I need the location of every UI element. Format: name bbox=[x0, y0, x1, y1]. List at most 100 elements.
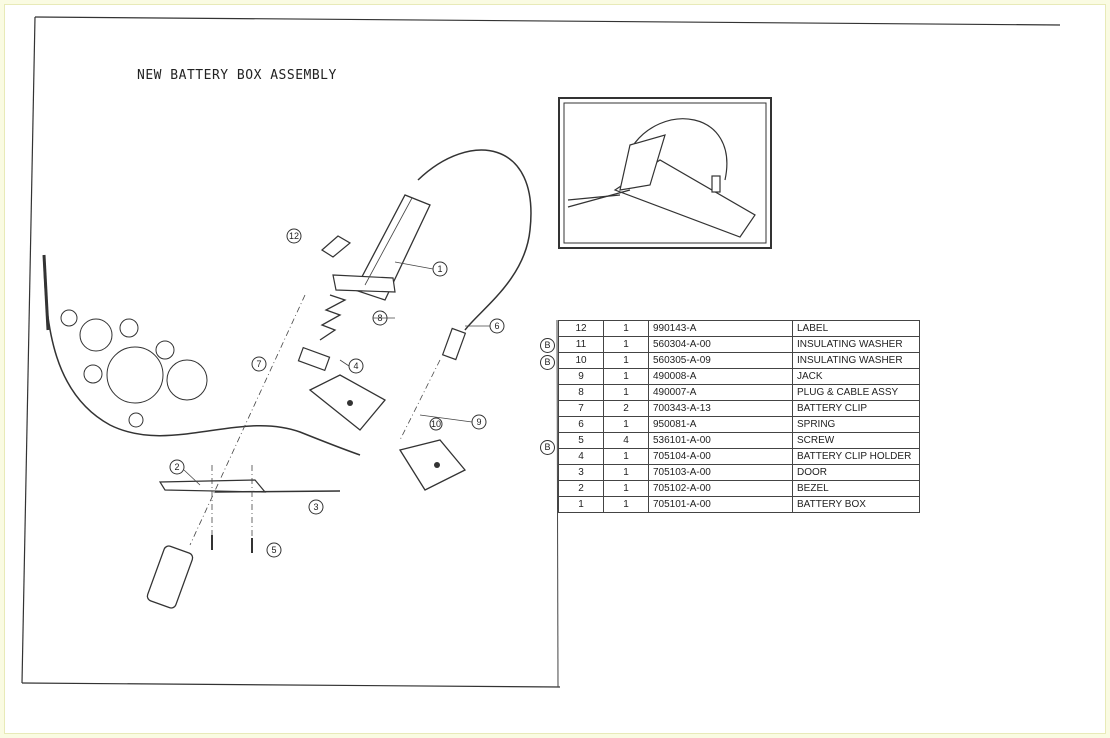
inset-panel-inner bbox=[563, 102, 767, 244]
body-hole bbox=[128, 412, 144, 428]
parts-cell-desc: JACK bbox=[792, 368, 920, 385]
parts-cell-qty: 1 bbox=[603, 336, 649, 353]
parts-cell-item: 5 bbox=[558, 432, 604, 449]
parts-cell-item: 1 bbox=[558, 496, 604, 513]
parts-cell-desc: BATTERY CLIP bbox=[792, 400, 920, 417]
callout-7: 7 bbox=[256, 359, 261, 369]
frame-bottom-line bbox=[21, 682, 561, 688]
parts-cell-qty: 1 bbox=[603, 480, 649, 497]
parts-cell-item: 10 bbox=[558, 352, 604, 369]
parts-cell-desc: DOOR bbox=[792, 464, 920, 481]
inset-assembly-sketch bbox=[567, 118, 756, 238]
parts-cell-qty: 1 bbox=[603, 352, 649, 369]
parts-cell-item: 2 bbox=[558, 480, 604, 497]
parts-cell-part: 560304-A-00 bbox=[648, 336, 793, 353]
door-part bbox=[214, 490, 341, 493]
parts-cell-item: 9 bbox=[558, 368, 604, 385]
parts-cell-part: 990143-A bbox=[648, 320, 793, 337]
housing-screw-hole bbox=[347, 400, 353, 406]
parts-cell-part: 705103-A-00 bbox=[648, 464, 793, 481]
drawing-sheet bbox=[4, 4, 1106, 734]
clip-holder-part bbox=[297, 346, 331, 372]
callout-3: 3 bbox=[313, 502, 318, 512]
battery-cell bbox=[146, 545, 194, 609]
body-hole bbox=[166, 359, 208, 401]
diagram-title: NEW BATTERY BOX ASSEMBLY bbox=[137, 68, 337, 83]
bezel-part bbox=[158, 479, 267, 493]
callout-6: 6 bbox=[494, 321, 499, 331]
parts-cell-qty: 1 bbox=[603, 368, 649, 385]
callout-1: 1 bbox=[437, 264, 442, 274]
instrument-body-edge bbox=[42, 254, 50, 331]
body-hole bbox=[106, 346, 164, 404]
label-part bbox=[321, 235, 352, 258]
body-hole bbox=[60, 309, 78, 327]
parts-cell-part: 490007-A bbox=[648, 384, 793, 401]
callout-5: 5 bbox=[271, 545, 276, 555]
parts-cell-item: 11 bbox=[558, 336, 604, 353]
plug-connector bbox=[441, 327, 467, 361]
parts-cell-item: 8 bbox=[558, 384, 604, 401]
parts-cell-qty: 1 bbox=[603, 464, 649, 481]
parts-cell-qty: 1 bbox=[603, 320, 649, 337]
parts-cell-item: 6 bbox=[558, 416, 604, 433]
parts-cell-desc: SPRING bbox=[792, 416, 920, 433]
assembly-axis-line bbox=[399, 359, 441, 441]
callout-9: 9 bbox=[476, 417, 481, 427]
housing-screw-hole bbox=[434, 462, 440, 468]
callout-2: 2 bbox=[174, 462, 179, 472]
body-hole bbox=[119, 318, 139, 338]
instrument-body-outline bbox=[43, 254, 361, 456]
body-hole bbox=[155, 340, 175, 360]
parts-cell-part: 950081-A bbox=[648, 416, 793, 433]
parts-cell-item: 7 bbox=[558, 400, 604, 417]
spring-part bbox=[319, 294, 347, 341]
parts-cell-desc: BATTERY BOX bbox=[792, 496, 920, 513]
parts-cell-qty: 1 bbox=[603, 448, 649, 465]
parts-cell-qty: 1 bbox=[603, 496, 649, 513]
parts-cell-qty: 1 bbox=[603, 416, 649, 433]
parts-cell-part: 705101-A-00 bbox=[648, 496, 793, 513]
parts-cell-desc: BEZEL bbox=[792, 480, 920, 497]
callout-10: 10 bbox=[431, 419, 441, 429]
revision-mark-b: B bbox=[540, 355, 555, 370]
parts-cell-qty: 2 bbox=[603, 400, 649, 417]
assembly-axis-line bbox=[189, 294, 306, 546]
frame-divider-line bbox=[556, 319, 559, 688]
body-hole bbox=[79, 318, 113, 352]
parts-cell-desc: INSULATING WASHER bbox=[792, 352, 920, 369]
revision-mark-b: B bbox=[540, 440, 555, 455]
frame-top-line bbox=[34, 16, 1061, 26]
parts-cell-qty: 1 bbox=[603, 384, 649, 401]
parts-cell-item: 12 bbox=[558, 320, 604, 337]
revision-mark-b: B bbox=[540, 338, 555, 353]
parts-cell-desc: BATTERY CLIP HOLDER bbox=[792, 448, 920, 465]
parts-cell-part: 700343-A-13 bbox=[648, 400, 793, 417]
frame-left-line bbox=[21, 16, 36, 684]
parts-cell-item: 3 bbox=[558, 464, 604, 481]
parts-cell-part: 705102-A-00 bbox=[648, 480, 793, 497]
parts-cell-qty: 4 bbox=[603, 432, 649, 449]
parts-cell-part: 536101-A-00 bbox=[648, 432, 793, 449]
callout-4: 4 bbox=[353, 361, 358, 371]
battery-box-inner-line bbox=[364, 197, 413, 286]
battery-box-part bbox=[354, 194, 431, 301]
parts-cell-part: 705104-A-00 bbox=[648, 448, 793, 465]
housing-block-2 bbox=[398, 439, 467, 491]
body-hole bbox=[83, 364, 103, 384]
